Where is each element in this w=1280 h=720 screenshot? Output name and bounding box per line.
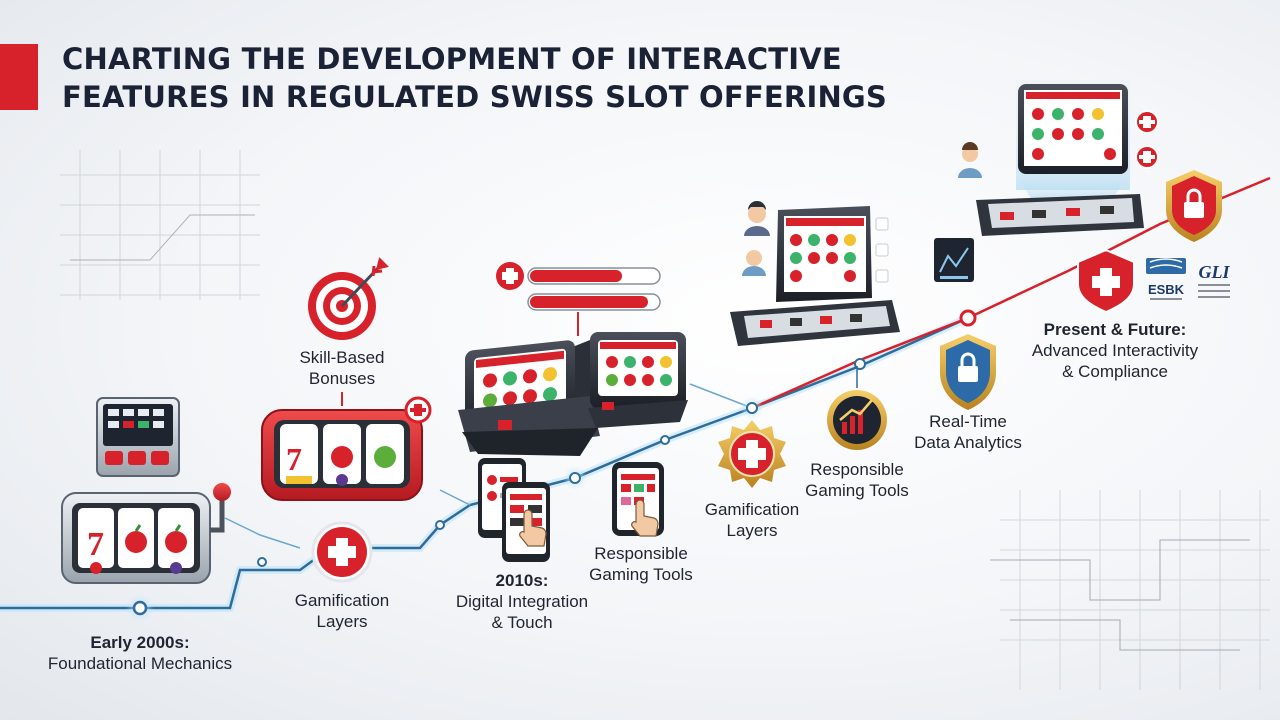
svg-text:7: 7 — [286, 441, 302, 477]
milestone-subtitle: Advanced Interactivity — [1031, 341, 1199, 360]
shield-lock-icon — [1166, 170, 1222, 242]
milestone-skill-based-bonuses: Skill-Based Bonuses — [272, 347, 412, 389]
analytics-chart-icon — [827, 366, 887, 450]
esbk-logo: ESBK — [1146, 258, 1186, 300]
swiss-shield-icon — [1077, 248, 1135, 314]
timeline-nodes — [126, 309, 977, 622]
svg-text:7: 7 — [87, 526, 104, 563]
gamification-gear-badge — [718, 420, 786, 488]
gli-logo-text: GLI — [1199, 262, 1231, 282]
milestone-subtitle: Gaming Tools — [805, 481, 909, 500]
milestone-title: Real-Time — [929, 412, 1007, 431]
page-title: CHARTING THE DEVELOPMENT OF INTERACTIVE … — [62, 40, 887, 116]
video-slot-terminal-main — [458, 340, 600, 456]
milestone-title: Skill-Based — [299, 348, 385, 367]
milestone-subtitle: Digital Integration — [455, 592, 589, 611]
esbk-logo-text: ESBK — [1148, 282, 1185, 297]
milestone-gamification-layers-1: Gamification Layers — [262, 590, 422, 632]
user-avatar-icon — [742, 201, 770, 276]
progress-bars — [496, 262, 661, 336]
swiss-cross-icon — [1135, 110, 1159, 169]
milestone-title: Responsible — [810, 460, 904, 479]
milestone-2010s: 2010s: Digital Integration & Touch — [432, 570, 612, 633]
target-icon — [308, 257, 389, 340]
milestone-subtitle: Layers — [316, 612, 368, 631]
milestone-gamification-layers-2: Gamification Layers — [682, 499, 822, 541]
video-slot-terminal-secondary — [588, 332, 688, 428]
bonus-slot-machine: 7 — [261, 396, 432, 501]
milestone-responsible-gaming-2: Responsible Gaming Tools — [786, 459, 928, 501]
responsible-gaming-phone — [612, 462, 664, 537]
milestone-title: Gamification — [294, 591, 390, 610]
digital-terminal-mid — [730, 206, 900, 346]
milestone-subtitle: Bonuses — [308, 369, 376, 388]
milestone-title: Present & Future: — [1043, 320, 1187, 339]
title-accent-bar — [0, 44, 38, 110]
milestone-subtitle-2: & Compliance — [1062, 362, 1168, 381]
milestone-title: Responsible — [594, 544, 688, 563]
future-terminal — [976, 80, 1144, 236]
analytics-monitor-icon — [934, 238, 974, 282]
user-avatar-icon — [958, 142, 982, 178]
milestone-title: Gamification — [704, 500, 800, 519]
milestone-subtitle: Gaming Tools — [589, 565, 693, 584]
milestone-subtitle-2: & Touch — [491, 613, 553, 632]
swiss-cross-icon — [311, 521, 373, 583]
milestone-subtitle: Layers — [726, 521, 778, 540]
classic-slot-machine: 7 — [61, 397, 231, 584]
milestone-title: 2010s: — [495, 571, 549, 590]
hand-touch-icon — [519, 509, 547, 547]
page-title-line-1: CHARTING THE DEVELOPMENT OF INTERACTIVE — [62, 42, 842, 76]
milestone-subtitle: Foundational Mechanics — [47, 654, 233, 673]
milestone-responsible-gaming-1: Responsible Gaming Tools — [566, 543, 716, 585]
shield-lock-icon — [940, 334, 996, 410]
grid-decoration-right — [990, 490, 1270, 690]
milestone-early-2000s: Early 2000s: Foundational Mechanics — [30, 632, 250, 674]
grid-decoration-left — [60, 150, 260, 300]
gli-logo: GLI — [1198, 262, 1230, 298]
milestone-title: Early 2000s: — [90, 633, 190, 652]
page-title-line-2: FEATURES IN REGULATED SWISS SLOT OFFERIN… — [62, 80, 888, 114]
milestone-real-time-analytics: Real-Time Data Analytics — [900, 411, 1036, 453]
milestone-present-future: Present & Future: Advanced Interactivity… — [1012, 319, 1218, 382]
milestone-subtitle: Data Analytics — [914, 433, 1022, 452]
